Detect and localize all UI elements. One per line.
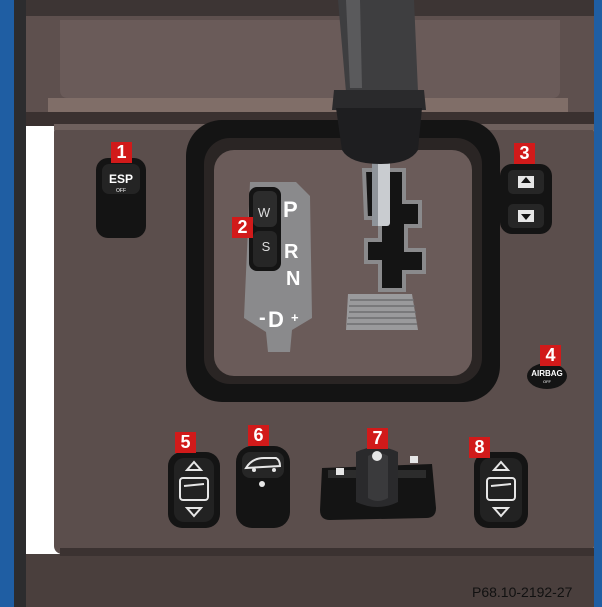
shift-lever-collar-top [332,90,426,110]
esp-switch-sublabel: OFF [116,188,126,194]
upper-recess [60,20,560,98]
gear-n-label: N [286,268,300,290]
callout-2: 2 [232,217,253,238]
figure-reference-code: P68.10-2192-27 [472,584,572,600]
trunk-lid-wheel-icon [252,468,256,472]
gear-d-label: D [268,307,284,332]
callout-4: 4 [540,345,561,366]
rotary-position-left-icon [336,468,344,475]
left-trim-shadow [14,0,26,607]
gear-minus-label: - [259,307,266,329]
gear-plus-label: + [291,310,299,325]
left-trim [0,0,14,607]
trunk-lid-indicator-dot [259,481,265,487]
airbag-off-sublabel: OFF [543,379,552,384]
esp-switch-label: ESP [109,172,133,186]
callout-5: 5 [175,432,196,453]
callout-1: 1 [111,142,132,163]
callout-3: 3 [514,143,535,164]
callout-8: 8 [469,437,490,458]
program-selector-s: S [262,239,271,254]
callout-6: 6 [248,425,269,446]
callout-7: 7 [367,428,388,449]
program-selector-w: W [258,205,271,220]
bottom-seam [60,548,594,556]
gear-r-label: R [284,241,299,263]
shift-lever-boot [336,108,422,164]
trunk-lid-wheel-rear-icon [272,468,276,472]
gear-p-label: P [283,197,298,222]
wood-strip [48,98,568,112]
right-trim [594,0,602,607]
upper-panel-top-shade [26,0,594,16]
airbag-off-label: AIRBAG [531,369,563,378]
rotary-knob-marker [372,451,382,461]
shift-lever-shaft-shade [372,160,378,226]
rotary-position-right-icon [410,456,418,463]
